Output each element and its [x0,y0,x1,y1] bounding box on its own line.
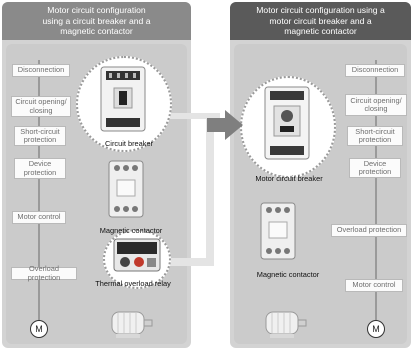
left-label-short-circuit-protection: Short-circuit protection [14,126,66,146]
circuit-breaker-icon [100,66,146,132]
right-label-disconnection: Disconnection [345,64,405,77]
connector-bottom [170,258,214,266]
right-motor-icon [265,311,307,338]
motor-circuit-breaker-label: Motor circuit breaker [255,174,323,183]
circuit-breaker-label: Circuit breaker [104,139,154,148]
left-panel-title: Motor circuit configuration using a circ… [2,2,191,40]
right-motor-symbol: M [367,320,385,338]
connector-top [170,113,220,119]
transition-arrow-icon [207,110,243,140]
right-panel-title: Motor circuit configuration using a moto… [230,2,411,40]
left-label-motor-control: Motor control [12,211,66,224]
right-magnetic-contactor-icon [260,202,296,260]
right-circuit-line [375,60,377,322]
thermal-overload-relay-label: Thermal overload relay [95,279,171,288]
magnetic-contactor-icon [108,160,144,218]
left-label-circuit-opening-closing: Circuit opening/ closing [11,96,71,117]
thermal-overload-relay-icon [113,238,161,272]
right-label-motor-control: Motor control [345,279,403,292]
right-label-short-circuit-protection: Short-circuit protection [347,126,403,146]
left-label-device-protection: Device protection [14,158,66,179]
right-label-device-protection: Device protection [349,158,401,178]
motor-circuit-breaker-icon [264,86,310,160]
right-label-circuit-opening-closing: Circuit opening/ closing [345,94,407,116]
right-label-overload-protection: Overload protection [331,224,407,237]
left-motor-icon [111,311,153,338]
left-circuit-line [38,60,40,322]
left-label-overload-protection: Overload protection [11,264,77,281]
magnetic-contactor-label-left: Magnetic contactor [99,226,163,235]
left-motor-symbol: M [30,320,48,338]
left-label-disconnection: Disconnection [12,64,70,77]
left-panel: Motor circuit configuration using a circ… [2,2,191,348]
magnetic-contactor-label-right: Magnetic contactor [256,270,320,279]
connector-vertical [206,113,214,263]
